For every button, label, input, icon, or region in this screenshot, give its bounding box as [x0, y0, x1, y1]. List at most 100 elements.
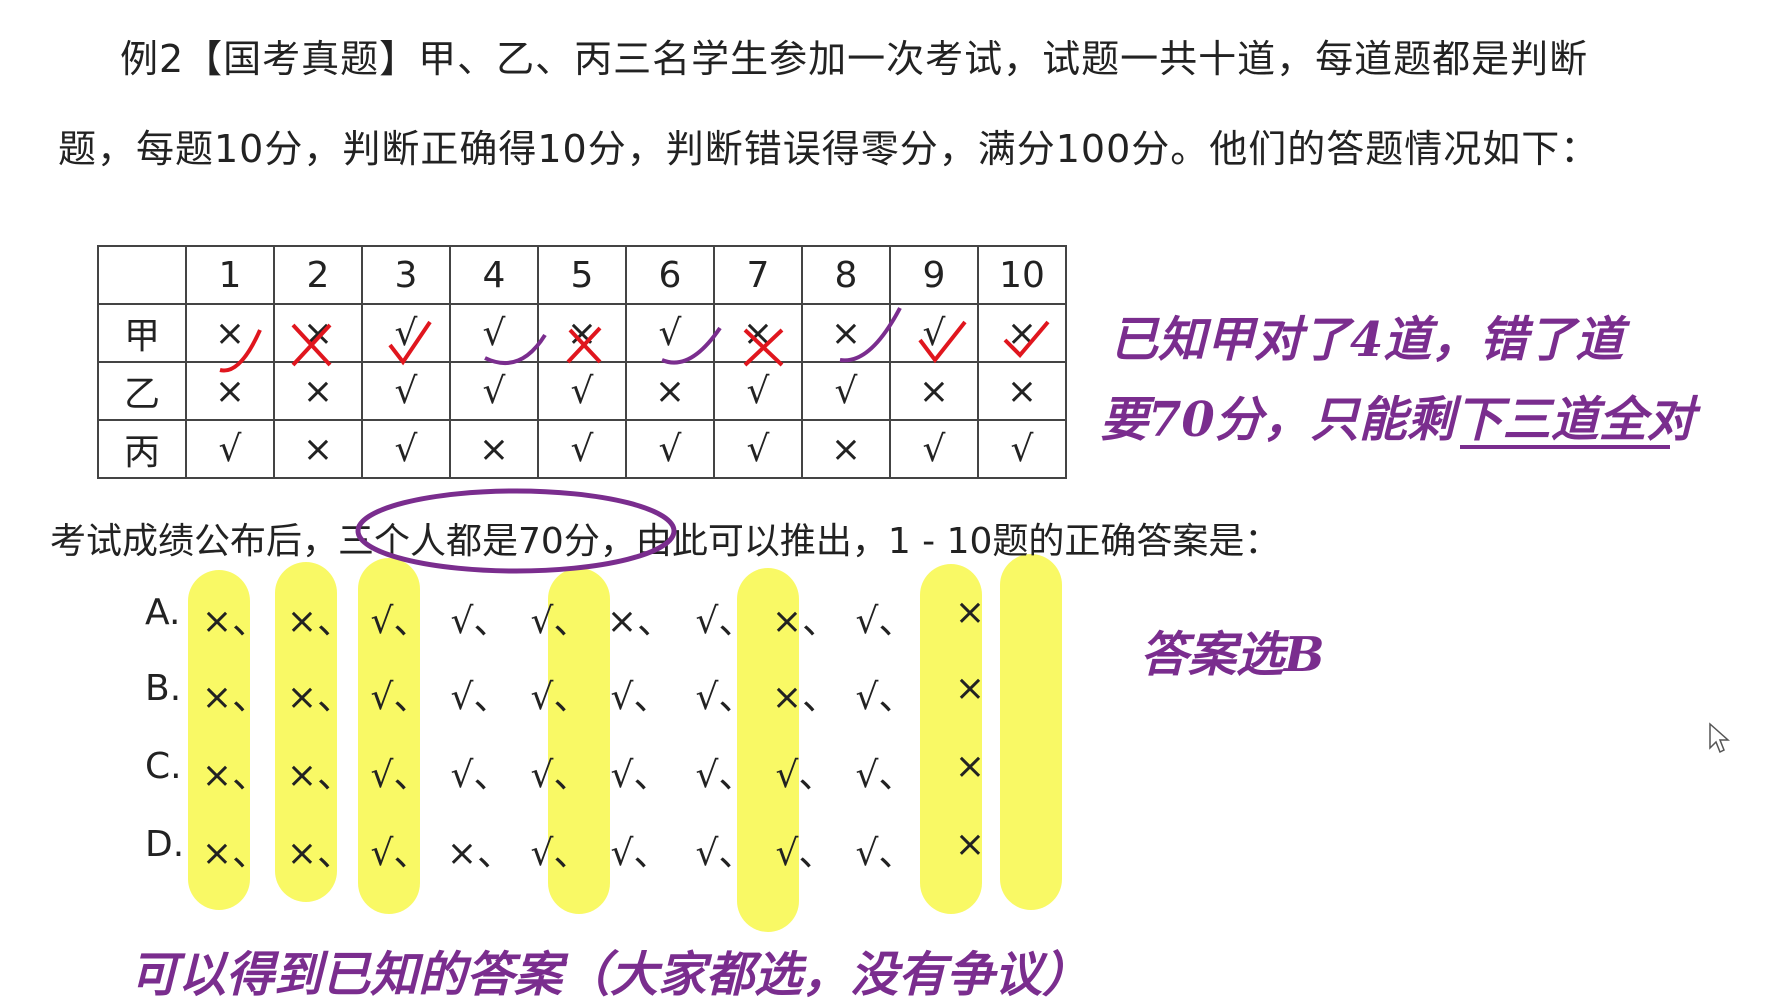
option-mark: √、: [450, 755, 510, 796]
option-mark: √、: [775, 833, 835, 874]
header-question-4: 4: [449, 245, 539, 305]
answer-cell: ×: [273, 361, 363, 421]
answer-cell: ×: [977, 361, 1067, 421]
answer-cell: ×: [713, 303, 803, 363]
option-mark: √、: [450, 677, 510, 718]
answer-cell: ×: [273, 303, 363, 363]
table-row: 乙××√√√×√√××: [97, 361, 1067, 421]
option-mark: √、: [855, 833, 915, 874]
note-bottom: 可以得到已知的答案（大家都选，没有争议）: [130, 947, 1091, 1003]
option-letter: B.: [145, 668, 182, 709]
option-mark: √、: [530, 601, 590, 642]
red-check-9: [918, 320, 967, 364]
option-row: B.×、×、√、√、√、√、√、×、√、×: [145, 668, 1045, 728]
option-letter: D.: [145, 824, 185, 865]
highlight-col-5: [548, 568, 610, 914]
highlight-col-3: [358, 558, 420, 914]
red-cross-7: [743, 328, 784, 367]
purple-check-4: [484, 333, 547, 365]
option-letter: A.: [145, 592, 181, 633]
student-name: 乙: [97, 361, 187, 421]
answer-cell: √: [361, 419, 451, 479]
answer-cell: √: [185, 419, 275, 479]
header-question-5: 5: [537, 245, 627, 305]
option-mark: √、: [695, 755, 755, 796]
option-mark: ×: [954, 746, 986, 787]
answer-cell: √: [713, 361, 803, 421]
highlight-col-10: [1000, 554, 1062, 910]
problem-line-1: 例2【国考真题】甲、乙、丙三名学生参加一次考试，试题一共十道，每道题都是判断: [120, 37, 1589, 81]
option-mark: ×、: [201, 755, 269, 796]
student-name: 甲: [97, 303, 187, 363]
option-mark: ×: [954, 824, 986, 865]
option-mark: ×、: [771, 677, 839, 718]
answer-cell: √: [361, 303, 451, 363]
header-question-2: 2: [273, 245, 363, 305]
header-question-3: 3: [361, 245, 451, 305]
header-question-6: 6: [625, 245, 715, 305]
answer-cell: √: [537, 419, 627, 479]
option-row: D.×、×、√、×、√、√、√、√、√、×: [145, 824, 1045, 884]
highlight-col-2: [275, 562, 337, 902]
option-mark: ×、: [201, 677, 269, 718]
option-mark: √、: [695, 677, 755, 718]
answer-cell: ×: [185, 361, 275, 421]
option-mark: ×、: [286, 677, 354, 718]
red-check-1: [219, 329, 262, 373]
statement-circled: 三个人都是70分: [338, 521, 600, 562]
option-mark: √、: [775, 755, 835, 796]
option-mark: √、: [695, 601, 755, 642]
option-mark: ×、: [606, 601, 674, 642]
answer-cell: ×: [449, 419, 539, 479]
answer-cell: √: [625, 419, 715, 479]
answer-cell: √: [889, 419, 979, 479]
answer-cell: ×: [889, 361, 979, 421]
option-mark: √、: [530, 677, 590, 718]
option-mark: √、: [695, 833, 755, 874]
statement-after: ，由此可以推出，1 - 10题的正确答案是：: [599, 521, 1281, 562]
answer-cell: ×: [801, 303, 891, 363]
header-question-8: 8: [801, 245, 891, 305]
option-letter: C.: [145, 746, 182, 787]
problem-line-2: 题，每题10分，判断正确得10分，判断错误得零分，满分100分。他们的答题情况如…: [58, 127, 1600, 171]
option-mark: ×、: [201, 601, 269, 642]
option-row: C.×、×、√、√、√、√、√、√、√、×: [145, 746, 1045, 806]
option-mark: ×、: [201, 833, 269, 874]
highlight-col-7: [737, 568, 799, 932]
red-cross-2: [291, 323, 332, 367]
option-mark: ×、: [286, 755, 354, 796]
purple-check-8: [839, 307, 902, 363]
option-mark: √、: [450, 601, 510, 642]
option-mark: √、: [610, 833, 670, 874]
option-mark: ×、: [771, 601, 839, 642]
option-row: A.×、×、√、√、√、×、√、×、√、×: [145, 592, 1045, 652]
red-check-3: [388, 320, 432, 366]
option-mark: √、: [855, 601, 915, 642]
answer-cell: √: [713, 419, 803, 479]
header-question-7: 7: [713, 245, 803, 305]
option-mark: √、: [855, 677, 915, 718]
option-mark: ×、: [446, 833, 514, 874]
option-mark: √、: [530, 833, 590, 874]
answer-cell: ×: [977, 303, 1067, 363]
answer-cell: √: [977, 419, 1067, 479]
answer-cell: √: [801, 361, 891, 421]
highlight-col-9: [920, 564, 982, 914]
highlight-col-1: [188, 570, 250, 910]
option-mark: √、: [370, 677, 430, 718]
answer-cell: √: [361, 361, 451, 421]
option-mark: √、: [530, 755, 590, 796]
header-question-9: 9: [889, 245, 979, 305]
option-mark: ×、: [286, 833, 354, 874]
student-name: 丙: [97, 419, 187, 479]
answer-cell: ×: [273, 419, 363, 479]
option-mark: √、: [855, 755, 915, 796]
table-row: 甲××√√×√××√×: [97, 303, 1067, 363]
answer-cell: ×: [625, 361, 715, 421]
option-mark: ×: [954, 592, 986, 633]
purple-check-6: [661, 326, 722, 365]
note-answer-b: 答案选B: [1140, 627, 1325, 683]
option-mark: √、: [610, 677, 670, 718]
